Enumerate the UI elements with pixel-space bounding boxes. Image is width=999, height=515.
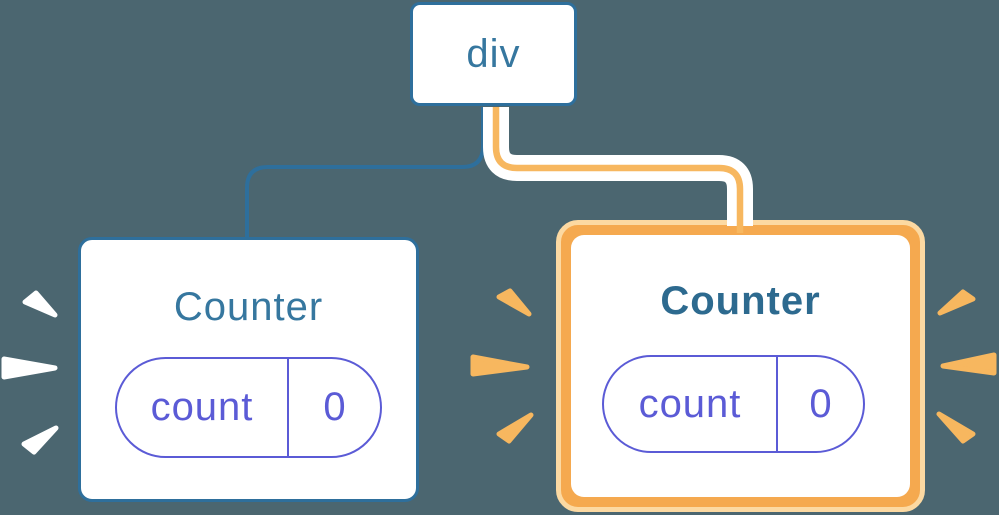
state-key: count — [638, 381, 742, 426]
edge-right-counter — [492, 107, 744, 233]
spark-icon — [936, 411, 976, 444]
counter-card-right-inner: Counter count 0 — [571, 235, 910, 497]
counter-title: Counter — [173, 285, 324, 329]
spark-icon — [21, 425, 59, 455]
state-value: 0 — [323, 385, 346, 429]
spark-icon — [496, 412, 534, 444]
counter-card-right: Counter count 0 — [556, 220, 925, 512]
state-pill: count 0 — [602, 355, 865, 453]
spark-icon — [940, 352, 997, 376]
pill-divider — [776, 357, 778, 451]
spark-icon — [1, 356, 58, 380]
div-node-label: div — [466, 32, 521, 76]
state-key: count — [150, 385, 254, 429]
edge-right-counter-halo — [483, 107, 753, 226]
state-value: 0 — [809, 381, 832, 426]
spark-icon — [470, 354, 530, 377]
counter-title: Counter — [660, 279, 821, 323]
spark-icon — [496, 288, 532, 317]
edge-left-counter — [245, 107, 485, 240]
pill-divider — [287, 359, 289, 456]
spark-icon — [937, 289, 976, 316]
spark-icon — [22, 290, 58, 318]
div-node: div — [410, 2, 577, 106]
counter-card-left: Counter count 0 — [78, 237, 419, 502]
state-pill: count 0 — [115, 357, 382, 458]
